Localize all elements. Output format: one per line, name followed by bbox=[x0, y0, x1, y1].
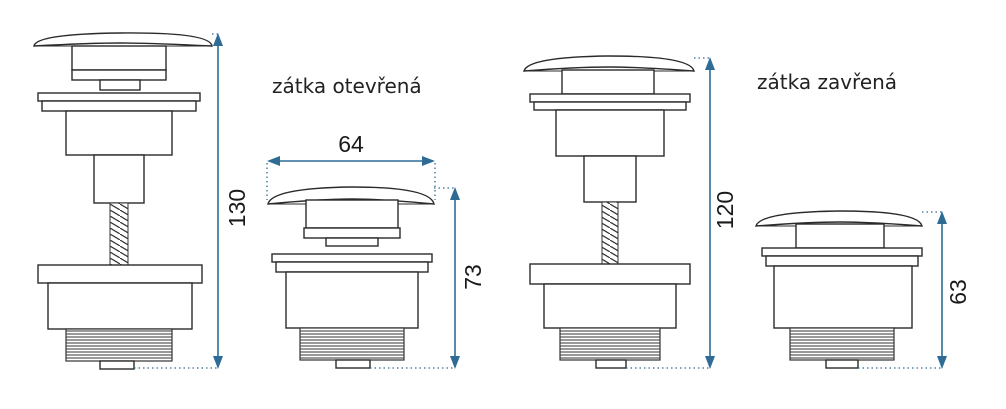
dimension-64: 64 bbox=[266, 131, 436, 200]
dimension-label: 63 bbox=[945, 279, 971, 305]
dimension-label: 73 bbox=[460, 264, 486, 290]
dimension-label: 130 bbox=[224, 189, 250, 227]
caption-open: zátka otevřená bbox=[272, 74, 422, 98]
figure-open-installed bbox=[267, 186, 435, 369]
dimension-130: 130 bbox=[134, 33, 250, 369]
figure-open-full bbox=[33, 32, 213, 370]
dimension-120: 120 bbox=[626, 57, 738, 369]
dimension-label: 64 bbox=[338, 131, 364, 157]
dimension-63: 63 bbox=[858, 211, 971, 369]
dimension-label: 120 bbox=[712, 191, 738, 229]
figure-closed-full bbox=[523, 55, 695, 369]
cap bbox=[33, 32, 213, 47]
cap bbox=[523, 55, 695, 72]
figure-closed-installed bbox=[755, 210, 923, 369]
dimension-73: 73 bbox=[370, 187, 486, 369]
caption-closed: zátka zavřená bbox=[757, 70, 897, 94]
